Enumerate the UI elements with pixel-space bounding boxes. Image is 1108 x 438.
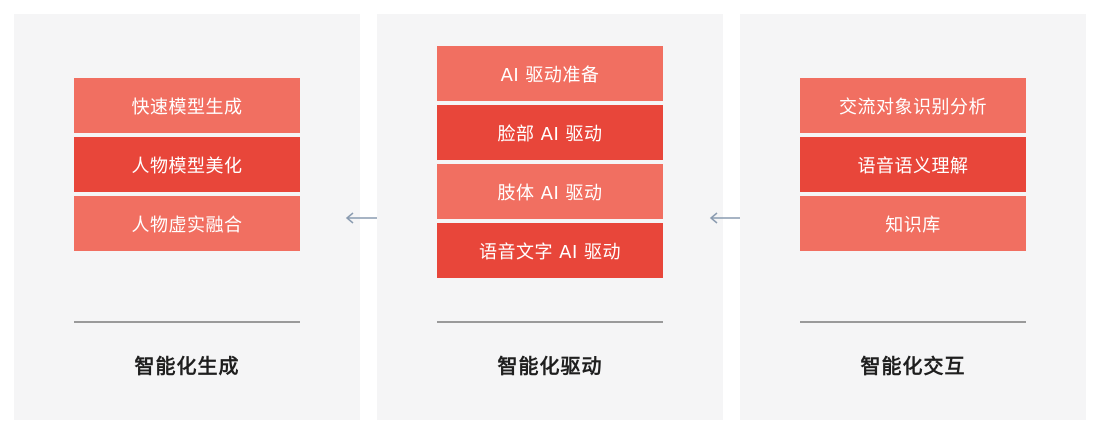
item-knowledge-base: 知识库 [800,196,1026,251]
panel-title-driving: 智能化驱动 [497,354,603,378]
panel-title-interaction: 智能化交互 [860,354,966,378]
panel-title-generation: 智能化生成 [134,354,240,378]
item-fast-model-generation: 快速模型生成 [74,78,300,133]
item-face-ai-driving: 脸部 AI 驱动 [437,105,663,160]
item-body-ai-driving: 肢体 AI 驱动 [437,164,663,219]
item-ai-driving-prep: AI 驱动准备 [437,46,663,101]
item-character-model-beautify: 人物模型美化 [74,137,300,192]
item-partner-recognition-analysis: 交流对象识别分析 [800,78,1026,133]
item-speech-text-ai-driving: 语音文字 AI 驱动 [437,223,663,278]
panel-generation: 快速模型生成 人物模型美化 人物虚实融合 智能化生成 [14,14,360,420]
interaction-stack: 交流对象识别分析 语音语义理解 知识库 [800,78,1026,251]
item-speech-semantic-understanding: 语音语义理解 [800,137,1026,192]
panel-driving: AI 驱动准备 脸部 AI 驱动 肢体 AI 驱动 语音文字 AI 驱动 智能化… [377,14,723,420]
panel-divider [800,321,1026,323]
panel-interaction: 交流对象识别分析 语音语义理解 知识库 智能化交互 [740,14,1086,420]
driving-stack: AI 驱动准备 脸部 AI 驱动 肢体 AI 驱动 语音文字 AI 驱动 [437,46,663,278]
item-character-virtual-real-fusion: 人物虚实融合 [74,196,300,251]
panel-divider [437,321,663,323]
panel-divider [74,321,300,323]
generation-stack: 快速模型生成 人物模型美化 人物虚实融合 [74,78,300,251]
